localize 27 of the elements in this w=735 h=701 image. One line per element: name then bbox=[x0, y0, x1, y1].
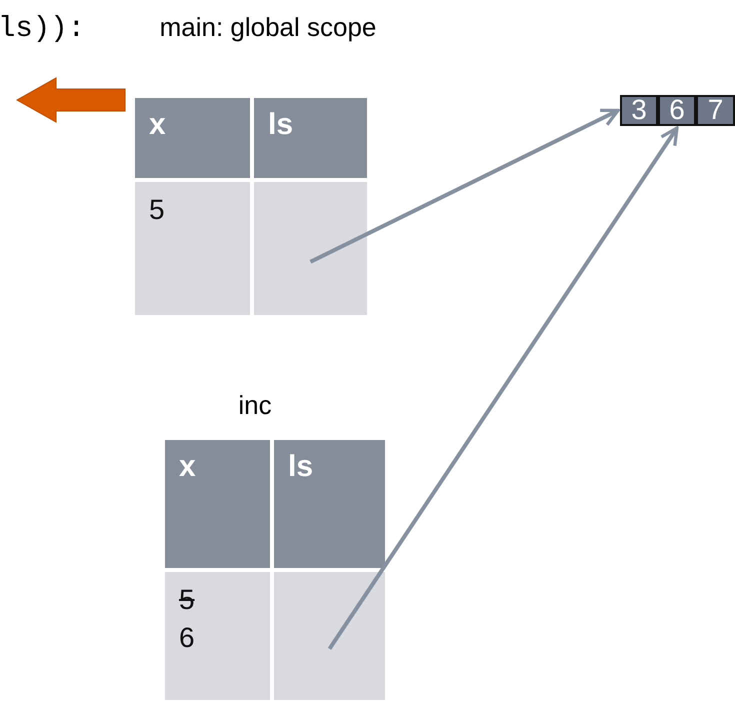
frame-title: main: global scope bbox=[160, 12, 376, 43]
value-cell bbox=[165, 572, 270, 700]
list-object bbox=[620, 95, 735, 126]
value-text: 5 bbox=[149, 194, 165, 226]
list-element bbox=[696, 95, 735, 126]
variable-name: x bbox=[179, 450, 196, 484]
value-cell bbox=[135, 182, 250, 315]
list-value: 7 bbox=[706, 94, 724, 126]
column-header bbox=[254, 98, 367, 178]
column-header bbox=[165, 440, 270, 568]
value-cell bbox=[274, 572, 385, 700]
column-header bbox=[135, 98, 250, 178]
variable-name: ls bbox=[288, 450, 314, 484]
reference-arrow bbox=[310, 108, 620, 264]
value-text: 5 bbox=[179, 584, 195, 616]
column-header bbox=[274, 440, 385, 568]
variable-name: ls bbox=[268, 108, 294, 142]
list-element bbox=[658, 95, 696, 126]
value-text: 6 bbox=[179, 622, 195, 654]
code-text: ls)): bbox=[0, 12, 86, 45]
variable-name: x bbox=[149, 108, 166, 142]
frame-title: inc bbox=[238, 390, 272, 421]
list-element bbox=[620, 95, 658, 126]
value-cell bbox=[254, 182, 367, 315]
list-value: 6 bbox=[668, 94, 686, 126]
reference-arrow bbox=[328, 126, 679, 650]
list-value: 3 bbox=[630, 94, 648, 126]
